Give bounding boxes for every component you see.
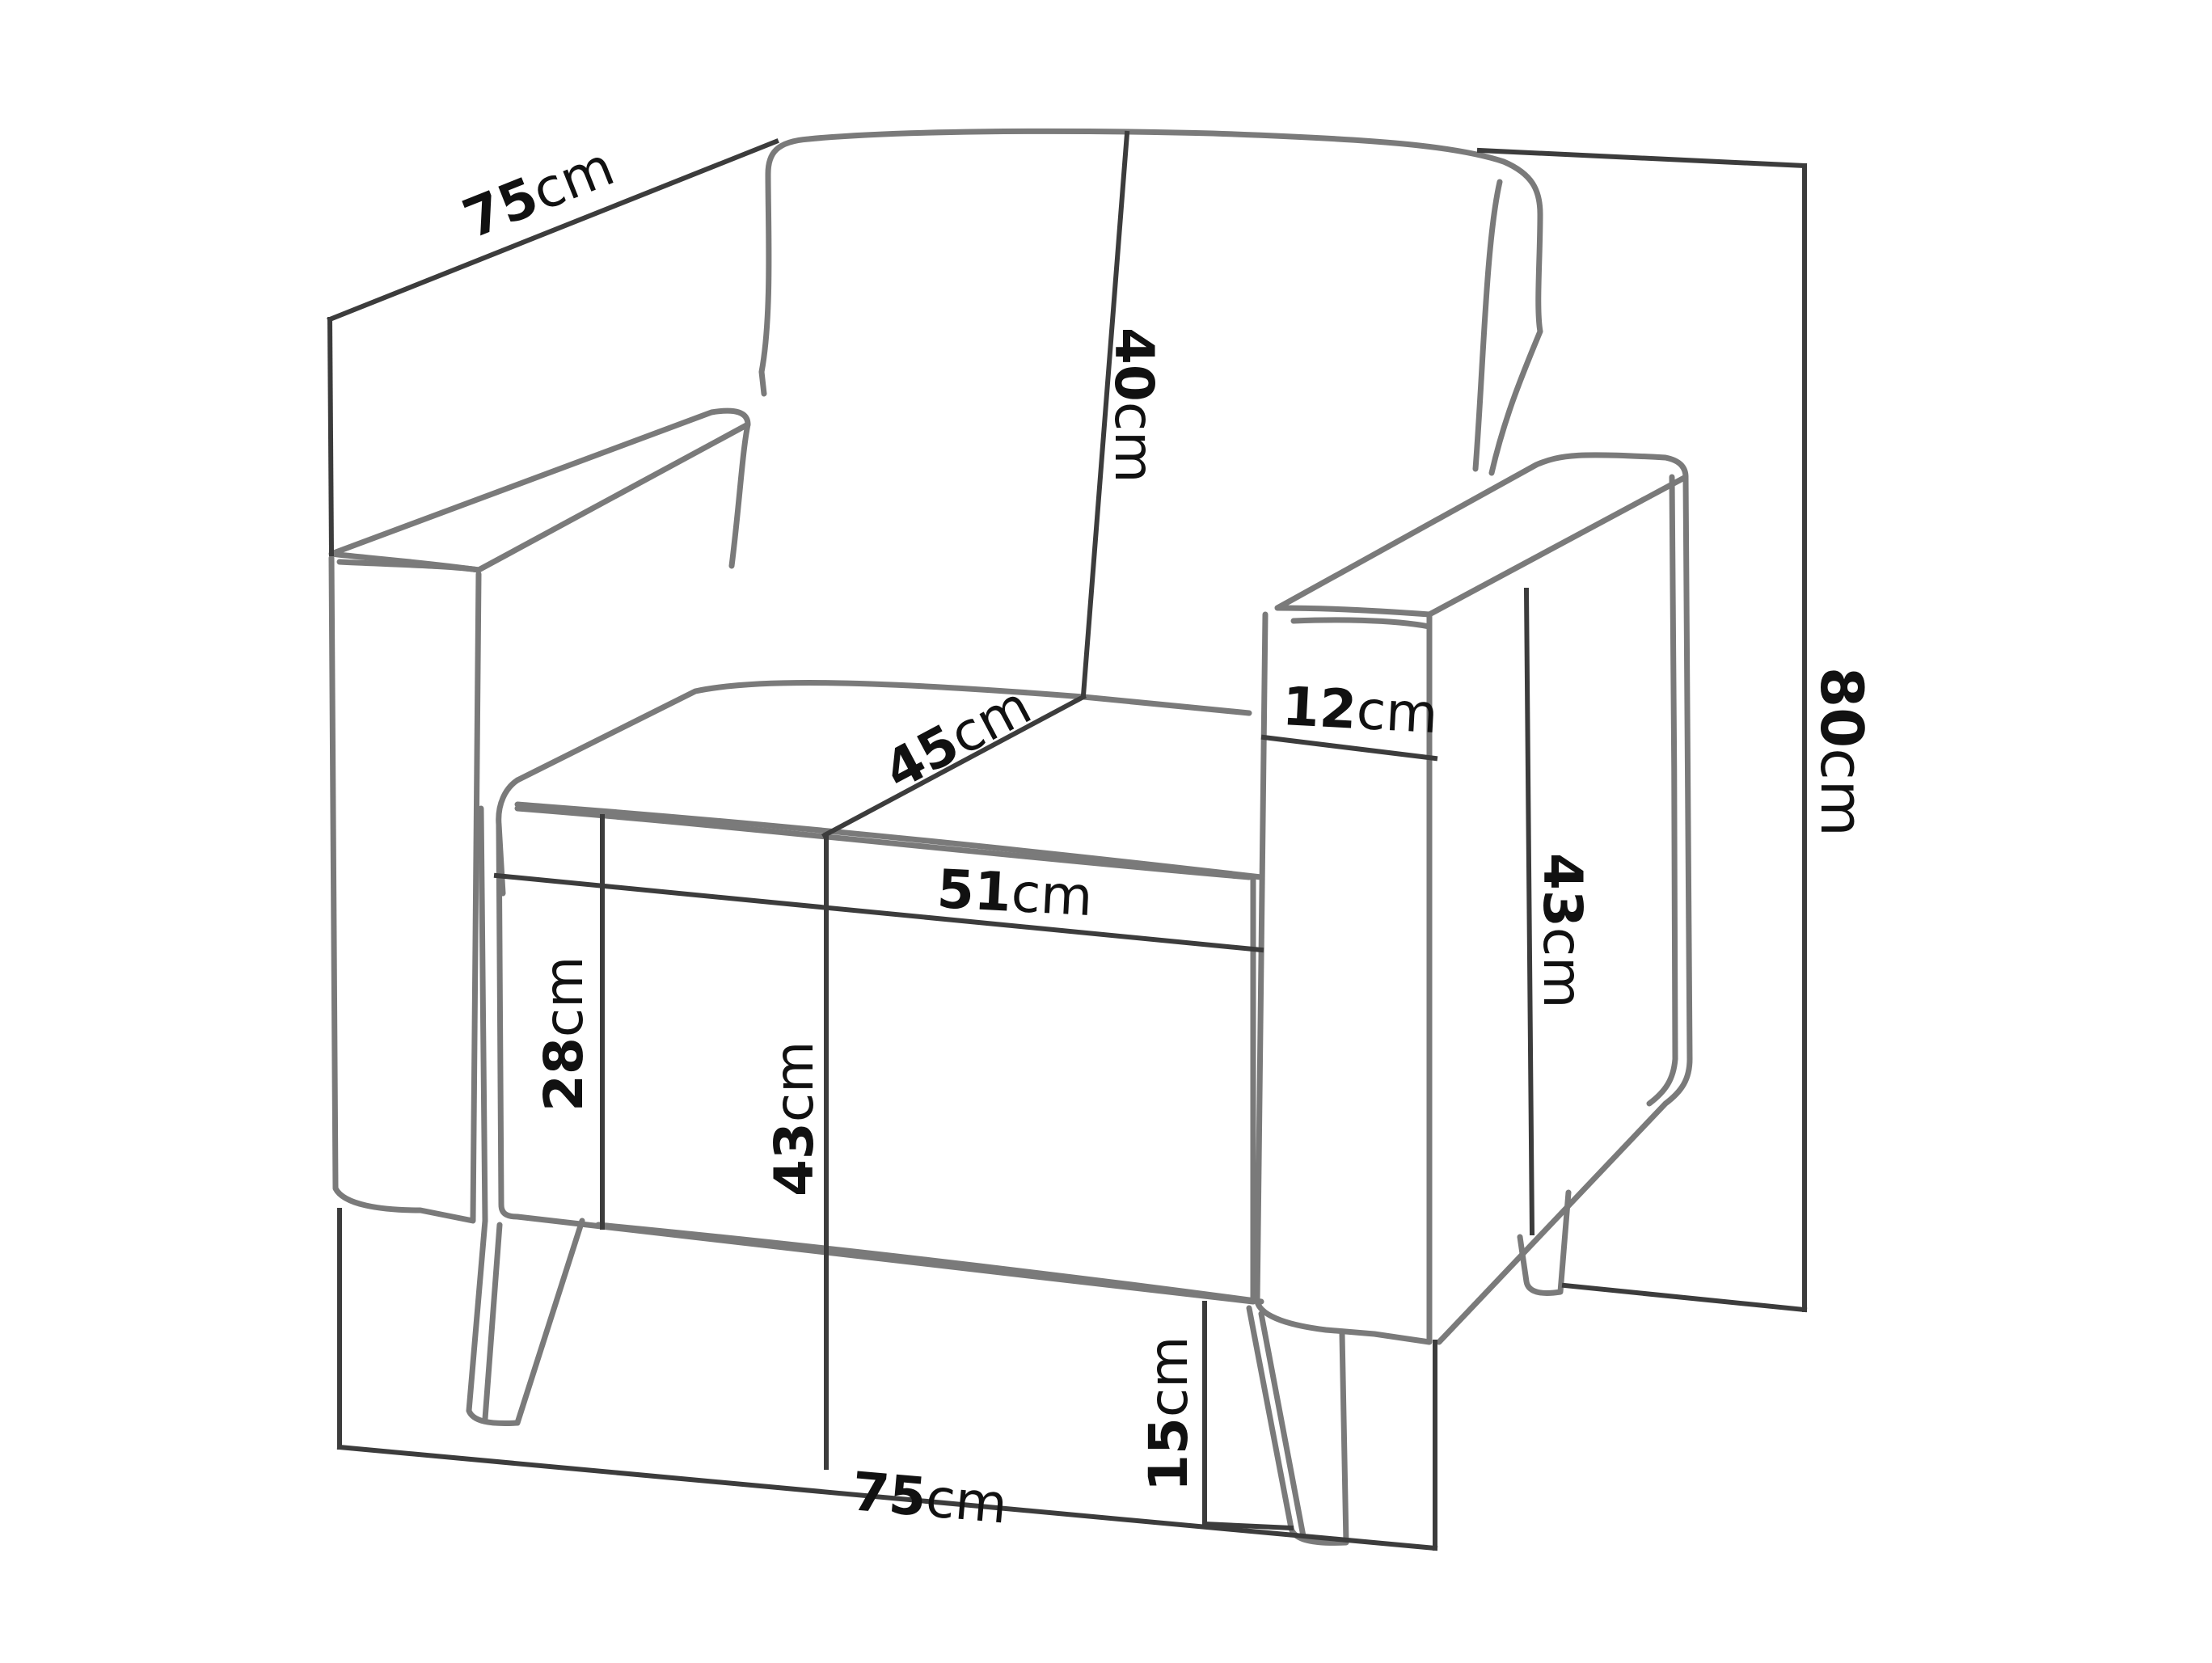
dimension-labels: 75cm 40cm 80cm 45cm 12cm 51cm 43cm 28cm [454, 135, 1876, 1536]
right-armrest-top [1274, 452, 1689, 618]
right-armrest-side [1436, 474, 1693, 1345]
width-label: 75cm [850, 1460, 1010, 1535]
backrest [758, 128, 1543, 476]
total-height-bottom-extension [1561, 1282, 1808, 1313]
left-armrest-top [328, 407, 751, 573]
left-armrest-inner-seam [336, 559, 482, 573]
depth-extension-line [327, 316, 335, 557]
depth-label: 75cm [454, 135, 622, 251]
backrest-height-label: 40cm [1103, 327, 1165, 483]
seat-cushion-front-edge [514, 805, 1252, 880]
seat-width-label: 51cm [935, 858, 1094, 928]
right-armrest-top-seam [1290, 617, 1433, 630]
seat-width-dimension-line [493, 872, 1264, 953]
back-right-leg [1517, 1189, 1572, 1296]
backrest-height-dimension-line [1080, 130, 1130, 699]
total-height-top-extension [1476, 147, 1808, 169]
seat-cushion-seam [514, 801, 1264, 880]
armchair-outline [328, 128, 1693, 1546]
seat-front-panel [496, 821, 1256, 1305]
armrest-height-label: 43cm [1531, 853, 1594, 1008]
front-right-leg-inner [1258, 1311, 1307, 1539]
seat-bottom-edge [595, 1222, 1264, 1305]
left-armrest-front [328, 555, 482, 1224]
total-height-label: 80cm [1808, 667, 1876, 837]
backrest-inner-left [728, 421, 751, 569]
right-armrest-side-seam [1646, 474, 1678, 1107]
left-armrest-inner-side [478, 805, 488, 1224]
seat-height-label: 43cm [763, 1041, 825, 1197]
depth-dimension-line [327, 138, 779, 323]
armrest-width-dimension-line [1260, 734, 1438, 762]
apron-height-label: 28cm [533, 956, 595, 1112]
right-armrest-front [1254, 611, 1433, 1345]
seat-depth-dimension-line [821, 693, 1087, 839]
armrest-height-dimension-line [1523, 587, 1535, 1236]
dimension-lines [327, 130, 1808, 1551]
seat-cushion-top [514, 680, 1252, 783]
leg-height-bottom-extension [1201, 1521, 1294, 1531]
front-left-leg-inner [482, 1222, 503, 1422]
leg-height-label: 15cm [1138, 1336, 1200, 1492]
backrest-inner-right [1472, 179, 1503, 472]
width-dimension-line [336, 1444, 1438, 1551]
armrest-width-label: 12cm [1281, 675, 1439, 745]
seat-depth-label: 45cm [874, 674, 1041, 802]
